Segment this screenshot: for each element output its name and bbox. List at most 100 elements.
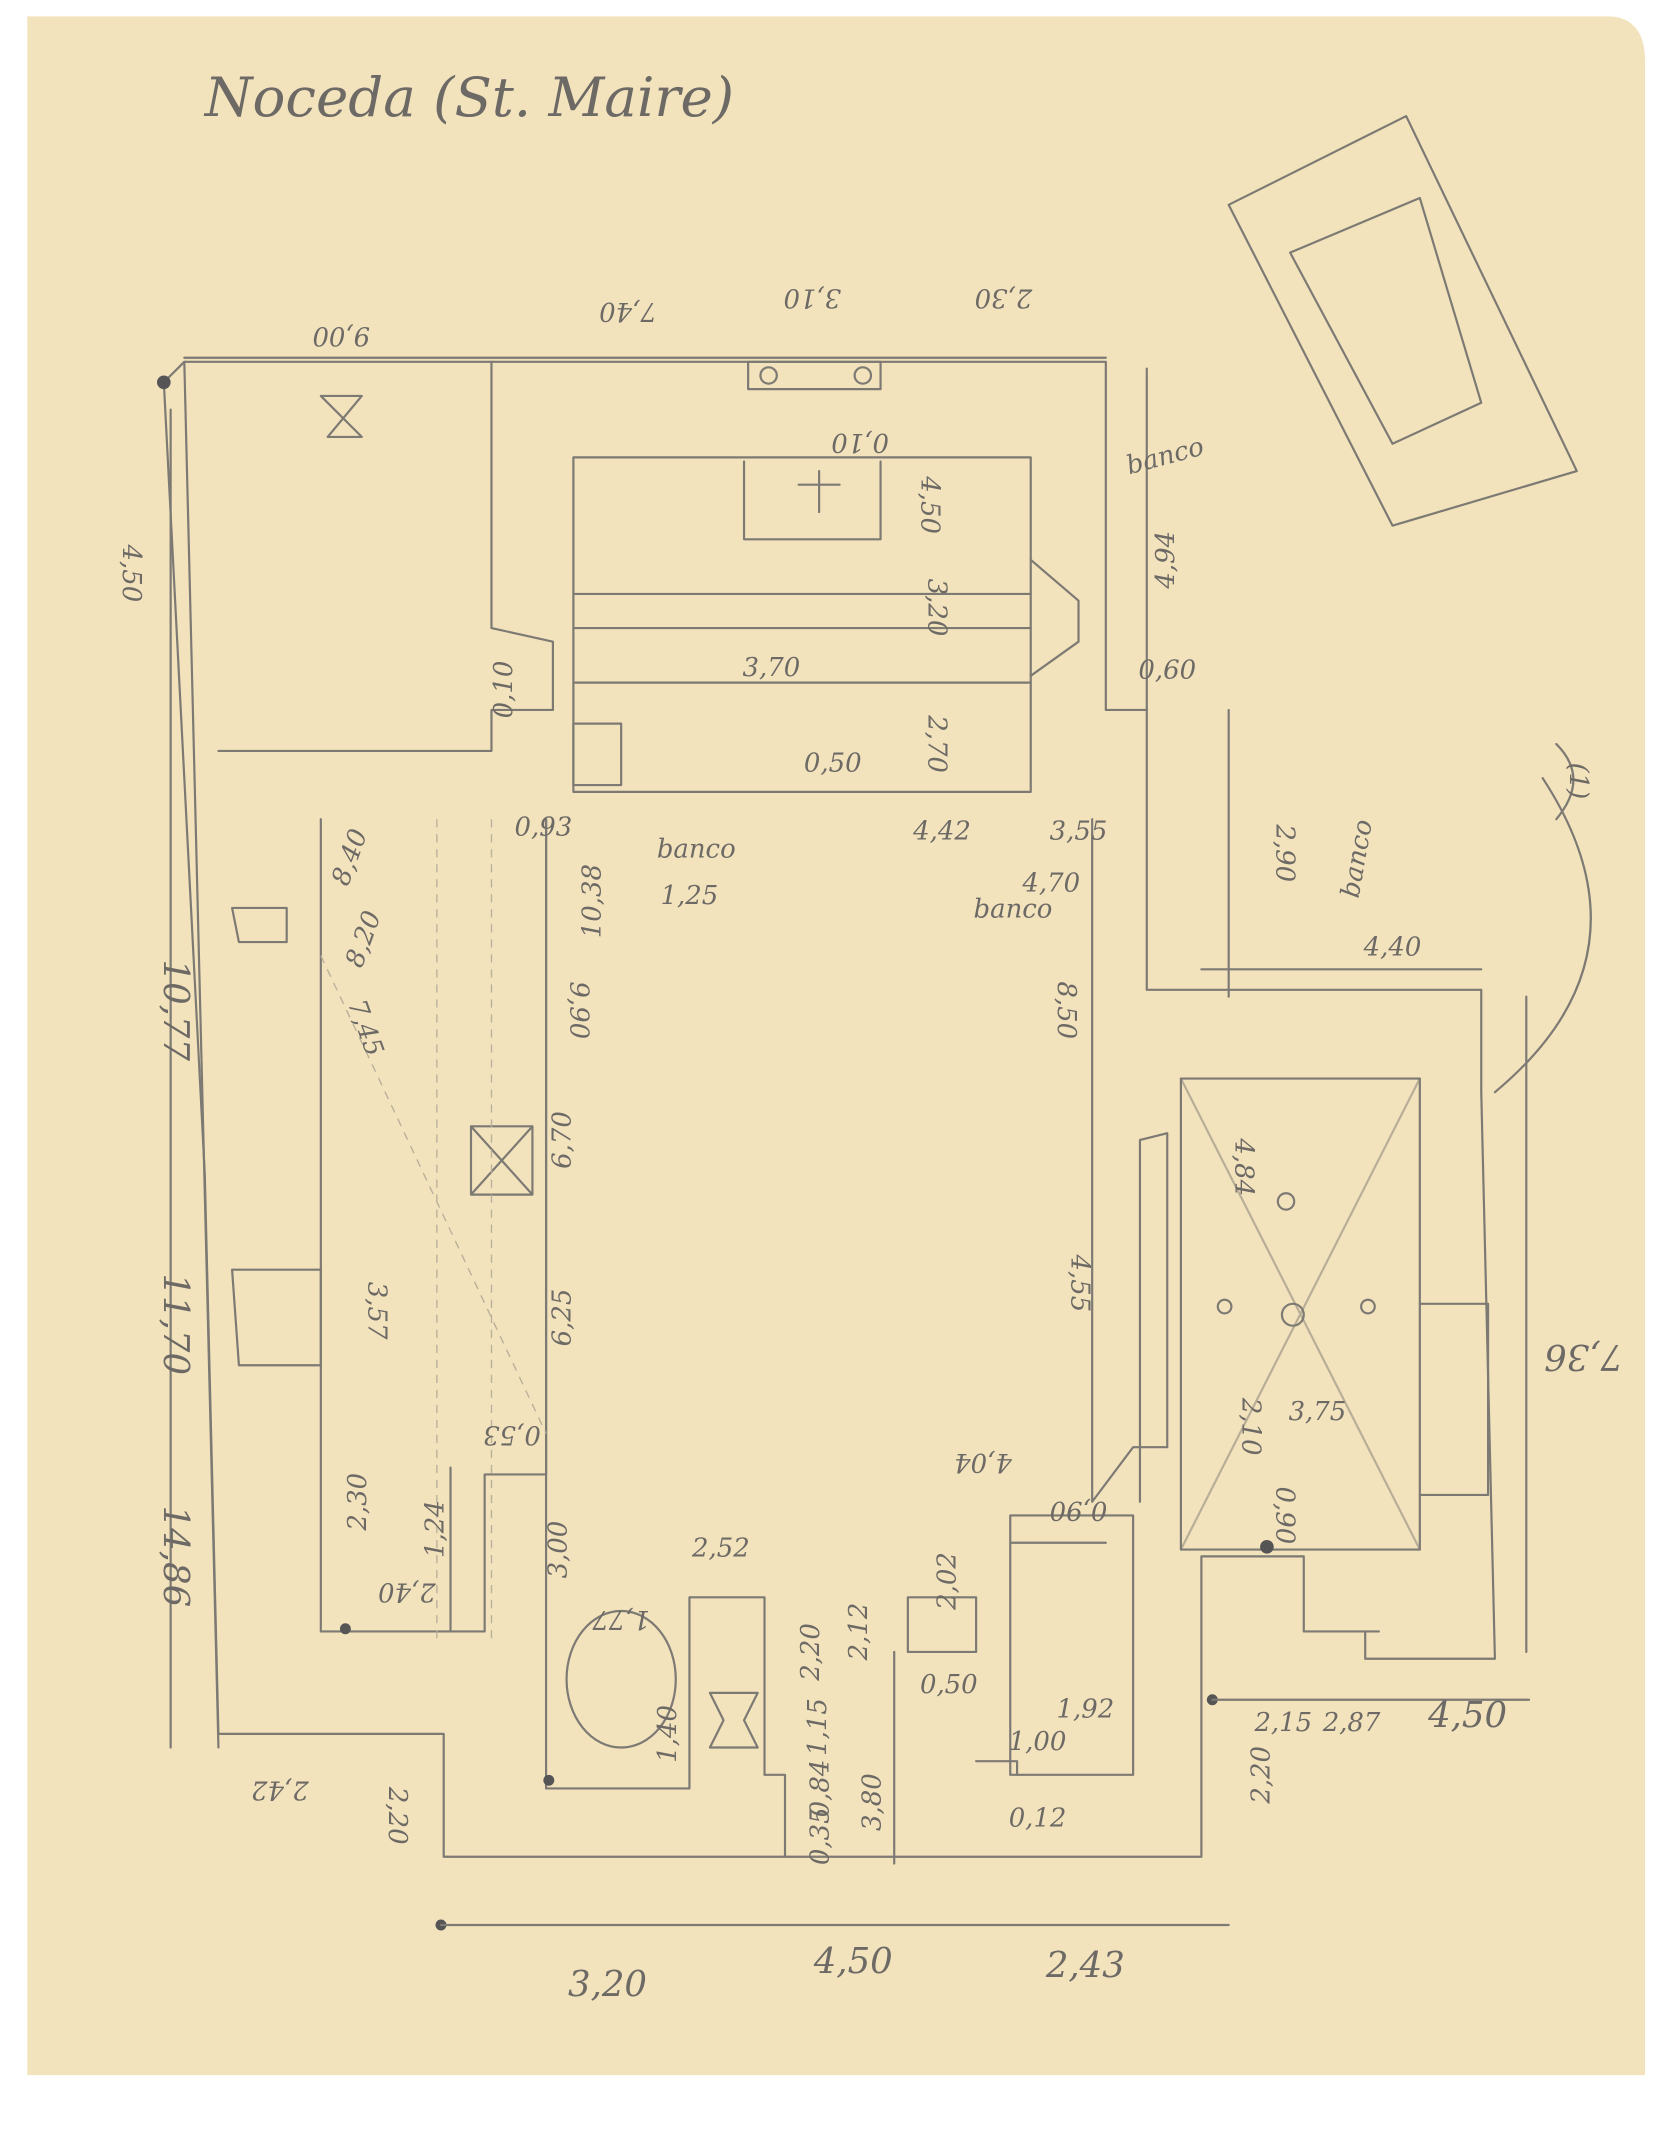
- dimension-label: 3,75: [1289, 1397, 1347, 1427]
- dimension-label: 4,84: [1229, 1137, 1259, 1196]
- dimension-label: 4,50: [116, 544, 146, 603]
- dimension-label: 4,50: [813, 1941, 893, 1982]
- dimension-label: 7,36: [1544, 1336, 1623, 1377]
- binding-hole: [1015, 2079, 1030, 2093]
- plan-walls: [156, 114, 1592, 1931]
- binding-hole: [895, 2079, 910, 2093]
- binding-hole: [1195, 2079, 1210, 2093]
- binding-hole: [354, 2079, 369, 2093]
- binding-hole: [505, 2079, 519, 2093]
- binding-hole: [1586, 2079, 1601, 2093]
- dimension-label: 1,92: [1056, 1694, 1114, 1724]
- dimension-label: 2,90: [1269, 823, 1299, 882]
- dimension-label: 0,35: [806, 1807, 836, 1865]
- dimension-label: 0,50: [804, 748, 862, 778]
- dimension-label: 2,87: [1322, 1708, 1381, 1738]
- binding-hole: [475, 2079, 489, 2093]
- dimension-label: 1,40: [653, 1705, 683, 1763]
- dimension-label: 1,77: [592, 1604, 650, 1634]
- dimension-label: 1,24: [421, 1500, 451, 1558]
- binding-hole: [384, 2079, 399, 2093]
- binding-hole: [1616, 2079, 1631, 2093]
- binding-hole: [685, 2079, 699, 2093]
- binding-hole: [144, 2079, 159, 2093]
- binding-hole: [1376, 2079, 1390, 2093]
- sketch-title: Noceda (St. Maire): [203, 65, 734, 129]
- binding-hole: [1225, 2079, 1240, 2093]
- binding-hole: [1346, 2079, 1360, 2093]
- dimension-label: 2,40: [378, 1577, 437, 1607]
- binding-hole: [715, 2079, 730, 2093]
- annotation-banco-3: banco: [974, 894, 1053, 924]
- dimension-label: 4,04: [954, 1447, 1013, 1477]
- annotation-banco-2: banco: [657, 834, 736, 864]
- dimension-label: 4,70: [1021, 869, 1080, 899]
- binding-hole: [234, 2079, 249, 2093]
- dimension-label: 11,70: [155, 1273, 196, 1375]
- binding-hole: [1526, 2079, 1540, 2093]
- dimension-label: 6,70: [548, 1111, 578, 1169]
- dimension-label: 0,53: [483, 1420, 541, 1450]
- dimension-label: 3,80: [858, 1773, 888, 1831]
- dimension-label: 2,52: [691, 1533, 750, 1563]
- dimension-label: 0,50: [920, 1670, 978, 1700]
- dimension-label: 3,10: [783, 282, 841, 312]
- dimension-label: 2,43: [1045, 1945, 1125, 1986]
- dimension-label: 9,00: [312, 321, 370, 351]
- dimension-label: 6,25: [548, 1289, 578, 1347]
- dimension-label: 3,55: [1050, 817, 1108, 847]
- binding-hole: [1406, 2079, 1420, 2093]
- binding-hole: [1075, 2079, 1090, 2093]
- dimension-label: 3,20: [921, 579, 951, 637]
- binding-hole: [1045, 2079, 1060, 2093]
- dimension-label: 0,84: [806, 1760, 836, 1818]
- binding-hole: [925, 2079, 940, 2093]
- dimension-label: 10,38: [578, 864, 608, 938]
- dimension-label: 7,40: [599, 296, 657, 326]
- dimension-label: 2,42: [251, 1775, 310, 1805]
- binding-hole: [204, 2079, 219, 2093]
- binding-hole: [865, 2079, 880, 2093]
- dimension-label: 0,10: [489, 661, 519, 719]
- annotation-note: (1): [1563, 763, 1593, 800]
- dimension-label: 14,86: [155, 1506, 196, 1608]
- paper-sheet: [27, 16, 1646, 2076]
- dimension-label: 4,40: [1363, 933, 1422, 963]
- binding-hole: [535, 2079, 549, 2093]
- binding-hole: [835, 2079, 850, 2093]
- binding-hole: [1436, 2079, 1450, 2093]
- binding-hole: [1466, 2079, 1480, 2093]
- dimension-label: 4,50: [1427, 1695, 1507, 1736]
- dimension-label: 3,70: [742, 653, 800, 683]
- dimension-label: 2,10: [1235, 1397, 1265, 1456]
- binding-hole: [1105, 2079, 1120, 2093]
- dimension-label: 1,25: [661, 881, 719, 911]
- binding-hole: [625, 2079, 639, 2093]
- binding-hole: [1556, 2079, 1570, 2093]
- binding-hole: [1135, 2079, 1150, 2093]
- dimension-label: 4,94: [1151, 531, 1181, 590]
- dimension-label: 3,57: [362, 1282, 392, 1340]
- binding-hole: [114, 2079, 129, 2093]
- dimension-label: 4,55: [1065, 1253, 1095, 1312]
- dimension-label: 0,60: [1138, 656, 1196, 686]
- dimension-label: 0,12: [1009, 1804, 1067, 1834]
- dimension-label: 0,93: [514, 813, 572, 843]
- binding-holes: [54, 2079, 1631, 2093]
- dimension-label: 3,20: [568, 1964, 647, 2005]
- dimension-label: 9,90: [564, 981, 594, 1039]
- binding-hole: [1496, 2079, 1510, 2093]
- binding-hole: [84, 2079, 99, 2093]
- binding-hole: [445, 2079, 459, 2093]
- binding-hole: [985, 2079, 1000, 2093]
- binding-hole: [324, 2079, 339, 2093]
- binding-hole: [745, 2079, 760, 2093]
- binding-hole: [1316, 2079, 1330, 2093]
- binding-hole: [174, 2079, 189, 2093]
- binding-hole: [1286, 2079, 1300, 2093]
- binding-hole: [565, 2079, 579, 2093]
- dimension-label: 1,00: [1009, 1727, 1067, 1757]
- dimension-label: 2,20: [1247, 1746, 1277, 1805]
- dimension-label: 0,90: [1050, 1495, 1108, 1525]
- dimension-label: 2,12: [844, 1603, 874, 1662]
